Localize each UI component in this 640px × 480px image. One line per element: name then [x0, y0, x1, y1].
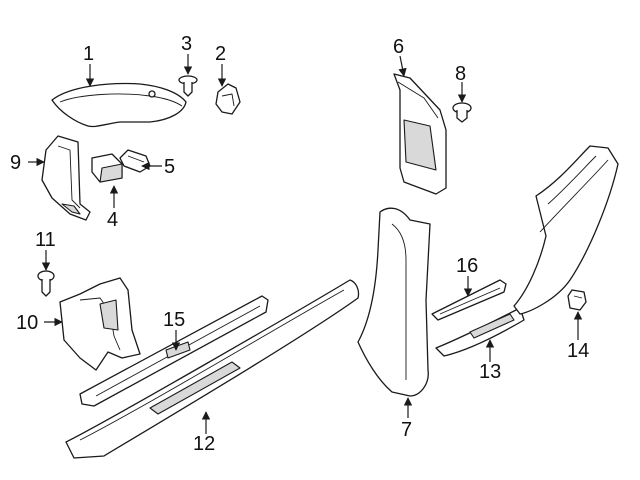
callout-7: 7 [401, 419, 412, 441]
part-9-side-panel [41, 135, 91, 221]
part-12-sill-plate [65, 279, 360, 459]
part-6-pillar-upper [393, 73, 447, 195]
rear-side-panel [513, 145, 619, 315]
part-16-strip [431, 279, 507, 321]
callout-11: 11 [35, 229, 56, 251]
callout-10: 10 [16, 312, 38, 334]
part-4-block [91, 153, 123, 183]
leader-6 [398, 55, 407, 77]
leader-lines [28, 54, 583, 434]
callout-6: 6 [393, 36, 404, 58]
callout-1: 1 [83, 43, 94, 65]
part-11-screw [37, 270, 55, 297]
part-14-clip [567, 289, 587, 311]
part-10-bracket [59, 277, 141, 371]
part-3-push-pin [178, 75, 198, 97]
callout-15: 15 [163, 309, 185, 331]
callouts: 1 2 3 4 5 6 7 8 9 10 11 12 13 14 15 16 [10, 33, 589, 455]
part-8-grommet [452, 102, 472, 123]
part-13-rear-sill [435, 307, 525, 357]
callout-3: 3 [181, 33, 192, 55]
callout-12: 12 [193, 433, 215, 455]
part-7-pillar-lower [357, 207, 431, 397]
callout-5: 5 [164, 156, 175, 178]
callout-9: 9 [10, 152, 21, 174]
callout-4: 4 [107, 209, 118, 231]
part-2-clip [215, 83, 241, 115]
callout-8: 8 [455, 63, 466, 85]
part-5-bracket [119, 149, 151, 173]
callout-13: 13 [479, 361, 501, 383]
callout-16: 16 [456, 255, 478, 277]
callout-14: 14 [567, 340, 589, 362]
part-1-upper-trim [51, 82, 187, 128]
callout-2: 2 [215, 43, 226, 65]
